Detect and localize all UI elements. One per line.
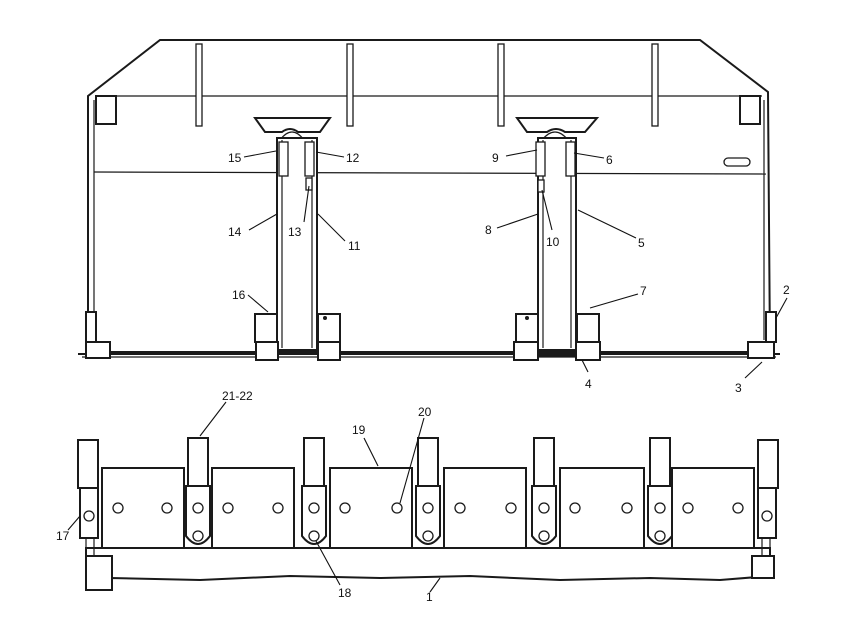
callout-16: 16 [232, 288, 246, 302]
bottom-callouts: 21-22 19 20 17 18 1 [56, 389, 441, 604]
callout-3: 3 [735, 381, 742, 395]
callout-6: 6 [606, 153, 613, 167]
slot [723, 157, 751, 167]
bolt-holes [112, 502, 744, 514]
callout-20: 20 [418, 405, 432, 419]
callout-21-22: 21-22 [222, 389, 253, 403]
cutting-edge-base [85, 547, 771, 582]
callout-9: 9 [492, 151, 499, 165]
callout-13: 13 [288, 225, 302, 239]
callout-11: 11 [348, 239, 361, 253]
tooth-adapters [77, 437, 779, 556]
callout-19: 19 [352, 423, 366, 437]
cutting-edge-view [77, 437, 779, 591]
top-ribs [195, 43, 659, 127]
bucket-outline [87, 39, 772, 353]
wear-block-left [85, 341, 111, 359]
callout-14: 14 [228, 225, 242, 239]
callout-10: 10 [546, 235, 560, 249]
callout-8: 8 [485, 223, 492, 237]
corner-pad-left [95, 95, 117, 125]
top-callouts: 15 12 13 14 11 16 9 6 8 10 5 7 2 3 4 [228, 149, 790, 395]
bucket-rear-view [78, 39, 780, 361]
corner-pad-right [739, 95, 761, 125]
wear-block-right [747, 341, 775, 359]
callout-2: 2 [783, 283, 790, 297]
mounting-bracket-right [513, 117, 601, 361]
callout-4: 4 [585, 377, 592, 391]
callout-12: 12 [346, 151, 360, 165]
callout-18: 18 [338, 586, 352, 600]
callout-7: 7 [640, 284, 647, 298]
callout-5: 5 [638, 236, 645, 250]
callout-17: 17 [56, 529, 70, 543]
callout-1: 1 [426, 590, 433, 604]
callout-15: 15 [228, 151, 242, 165]
mounting-bracket-left [253, 117, 341, 361]
